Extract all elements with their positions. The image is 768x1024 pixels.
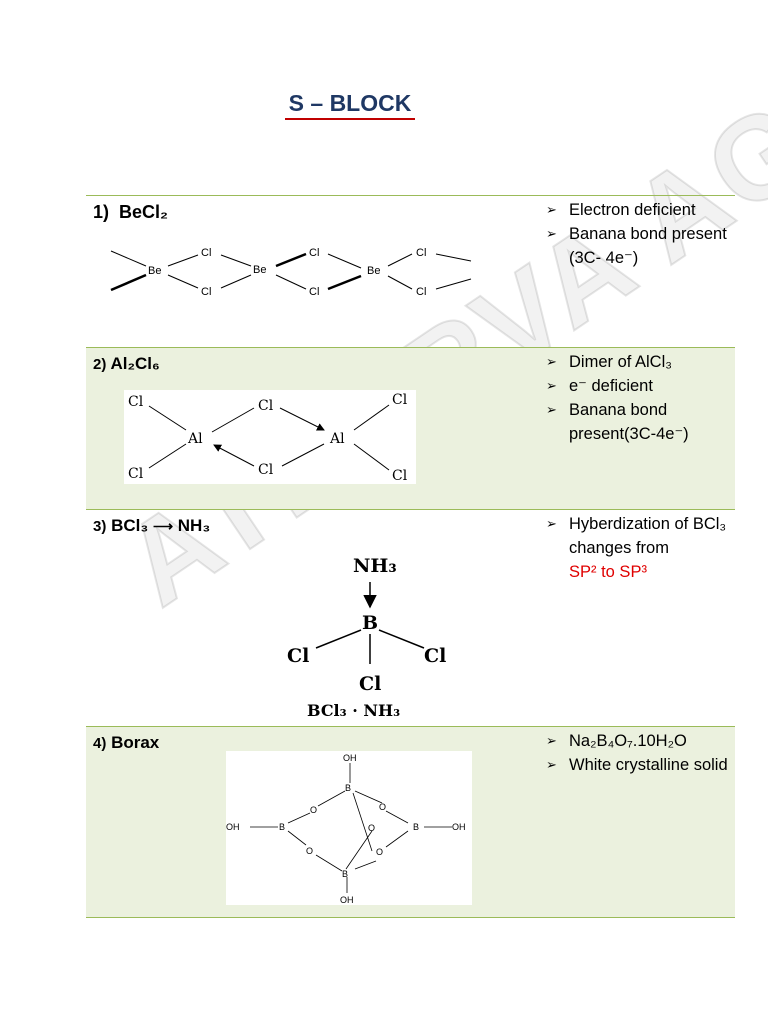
atom-cl: Cl (416, 247, 426, 259)
atom-cl: Cl (392, 468, 408, 484)
arrow-bullet-icon: ➢ (546, 402, 557, 417)
row-label: 1) BeCl₂ (93, 202, 169, 222)
bcl3-nh3-structure: NH₃ B Cl Cl Cl BCl₃ · NH₃ (287, 555, 446, 720)
atom-o: O (310, 805, 317, 815)
bullet-list: ➢Electron deficient ➢Banana bond present… (546, 198, 731, 270)
atom-al: Al (187, 431, 203, 447)
atom-b: B (279, 822, 285, 832)
atom-b: B (413, 822, 419, 832)
group-oh: OH (452, 822, 466, 832)
page-title: S – BLOCK (0, 90, 700, 120)
atom-be: Be (367, 265, 380, 277)
row-al2cl6: 2) Al₂Cl₆ Cl Cl Al Cl Cl Al Cl Cl (86, 347, 735, 510)
bullet-list: ➢Hyberdization of BCl₃ changes from SP² … (546, 512, 731, 584)
row-label: 3) BCl₃ ⟶ NH₃ (93, 516, 211, 535)
atom-cl: Cl (258, 398, 274, 414)
atom-cl: Cl (128, 394, 144, 410)
arrow-bullet-icon: ➢ (546, 202, 557, 217)
atom-b: B (362, 612, 378, 634)
bullet-item: ➢Electron deficient (546, 198, 731, 222)
bullet-continuation: (3C- 4e⁻) (569, 249, 639, 267)
atom-cl: Cl (392, 392, 408, 408)
atom-cl: Cl (309, 286, 319, 298)
row-bcl3-nh3: 3) BCl₃ ⟶ NH₃ NH₃ B Cl Cl Cl BCl₃ · NH₃ … (86, 509, 735, 727)
formula-bcl3: BCl₃ (111, 516, 149, 535)
bullet-item: ➢Na₂B₄O₇.10H₂O (546, 729, 731, 753)
group-oh: OH (343, 753, 357, 763)
atom-o: O (368, 823, 375, 833)
becl2-structure: Be Cl Cl Be Cl Cl Be Cl Cl (110, 247, 472, 298)
arrow-bullet-icon: ➢ (546, 733, 557, 748)
arrow-right-icon: ⟶ (152, 518, 174, 534)
atom-cl: Cl (309, 247, 319, 259)
formula-al2cl6: Al₂Cl₆ (110, 354, 160, 373)
formula-nh3: NH₃ (177, 516, 211, 535)
group-oh: OH (340, 895, 354, 905)
molecule-nh3: NH₃ (353, 555, 397, 577)
atom-al: Al (329, 431, 345, 447)
row-borax: 4) Borax OH B O O OH B O B (86, 726, 735, 918)
atom-cl: Cl (416, 286, 426, 298)
row-label: 2) Al₂Cl₆ (93, 354, 160, 373)
atom-o: O (306, 846, 313, 856)
bullet-list: ➢Na₂B₄O₇.10H₂O ➢White crystalline solid (546, 729, 731, 777)
arrow-bullet-icon: ➢ (546, 757, 557, 772)
borax-structure: OH B O O OH B O B OH O O B OH (226, 751, 472, 905)
bullet-item: ➢Dimer of AlCl₃ (546, 350, 731, 374)
group-oh: OH (226, 822, 240, 832)
arrow-bullet-icon: ➢ (546, 378, 557, 393)
bullet-item: ➢Hyberdization of BCl₃ changes from (546, 512, 731, 560)
arrow-bullet-icon: ➢ (546, 354, 557, 369)
atom-cl: Cl (201, 286, 211, 298)
atom-cl: Cl (424, 645, 446, 667)
atom-be: Be (148, 265, 161, 277)
bullet-item: ➢e⁻ deficient (546, 374, 731, 398)
row-becl2: 1) BeCl₂ Be Cl Cl Be Cl Cl Be (86, 195, 735, 348)
row-label: 4) Borax (93, 733, 160, 752)
atom-cl: Cl (287, 645, 309, 667)
atom-b: B (345, 783, 351, 793)
adduct-caption: BCl₃ · NH₃ (307, 701, 400, 720)
bullet-item: ➢White crystalline solid (546, 753, 731, 777)
arrow-bullet-icon: ➢ (546, 516, 557, 531)
atom-cl: Cl (128, 466, 144, 482)
formula-becl2: BeCl₂ (119, 202, 169, 222)
atom-cl: Cl (258, 462, 274, 478)
hybridization-change: SP² to SP³ (569, 563, 647, 581)
atom-o: O (379, 802, 386, 812)
atom-cl: Cl (201, 247, 211, 259)
atom-o: O (376, 847, 383, 857)
bullet-list: ➢Dimer of AlCl₃ ➢e⁻ deficient ➢Banana bo… (546, 350, 731, 446)
bullet-item: ➢Banana bond present(3C-4e⁻) (546, 398, 731, 446)
atom-cl: Cl (359, 673, 381, 695)
formula-borax: Borax (111, 733, 160, 752)
atom-b: B (342, 869, 348, 879)
bullet-item: ➢Banana bond present (546, 222, 731, 246)
al2cl6-structure: Cl Cl Al Cl Cl Al Cl Cl (124, 390, 416, 484)
atom-be: Be (253, 264, 266, 276)
arrow-bullet-icon: ➢ (546, 226, 557, 241)
